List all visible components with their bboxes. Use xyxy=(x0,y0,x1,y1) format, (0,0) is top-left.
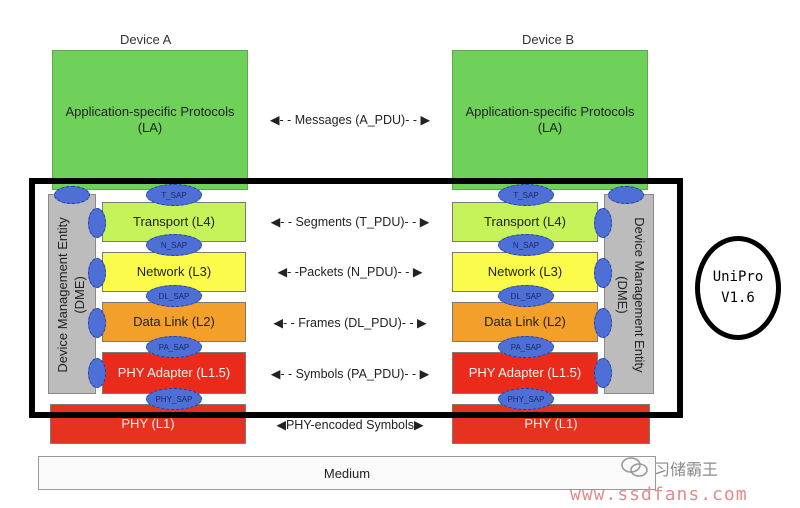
device-a-dme-sap-la xyxy=(54,186,90,204)
connection-messages: ◀- - Messages (A_PDU)- - ▶ xyxy=(269,113,431,127)
connection-packets: ◀- -Packets (N_PDU)- - ▶ xyxy=(277,265,423,279)
watermark-url: www.ssdfans.com xyxy=(570,484,748,505)
device-b-dme-sap-l4 xyxy=(594,208,612,238)
device-b-title: Device B xyxy=(522,32,575,47)
device-b-dme-sap-l3 xyxy=(594,258,612,288)
device-a-n-sap: N_SAP xyxy=(146,234,202,256)
device-b-phy-sap: PHY_SAP xyxy=(498,388,554,410)
device-a-dme-sap-l4 xyxy=(88,208,106,238)
unipro-label: UniPro xyxy=(712,269,764,285)
wechat-icon xyxy=(621,457,648,477)
device-a-application-layer: Application-specific Protocols (LA) xyxy=(52,50,248,190)
device-a-title: Device A xyxy=(120,32,172,47)
device-b-n-sap: N_SAP xyxy=(498,234,554,256)
device-b-t-sap: T_SAP xyxy=(498,184,554,206)
device-b-dl-sap: DL_SAP xyxy=(498,285,554,307)
device-b-pa-sap: PA_SAP xyxy=(498,336,554,358)
connection-symbols: ◀- - Symbols (PA_PDU)- - ▶ xyxy=(270,367,430,381)
device-a-dme-sap-l2 xyxy=(88,308,106,338)
medium-bar: Medium xyxy=(38,456,656,490)
device-a-dme-sap-l15 xyxy=(88,358,106,388)
connection-segments: ◀- - Segments (T_PDU)- - ▶ xyxy=(270,215,430,229)
device-a-phy-sap: PHY_SAP xyxy=(146,388,202,410)
device-a-phy-layer: PHY (L1) xyxy=(50,404,246,444)
device-a-dl-sap: DL_SAP xyxy=(146,285,202,307)
device-b-dme-sap-la xyxy=(608,186,644,204)
connection-frames: ◀- - Frames (DL_PDU)- - ▶ xyxy=(273,316,427,330)
device-b-phy-layer: PHY (L1) xyxy=(452,404,650,444)
unipro-callout: UniPro V1.6 xyxy=(695,236,781,340)
watermark-brand: 习储霸王 xyxy=(654,462,719,479)
device-b-dme-sap-l15 xyxy=(594,358,612,388)
device-a-dme-sap-l3 xyxy=(88,258,106,288)
device-a-t-sap: T_SAP xyxy=(146,184,202,206)
device-a-pa-sap: PA_SAP xyxy=(146,336,202,358)
device-b-dme-sap-l2 xyxy=(594,308,612,338)
connection-phy-encoded-symbols: ◀PHY-encoded Symbols▶ xyxy=(276,418,424,432)
device-b-application-layer: Application-specific Protocols (LA) xyxy=(452,50,648,190)
device-b-dme xyxy=(604,194,654,394)
unipro-highlight-frame xyxy=(29,178,683,418)
unipro-version: V1.6 xyxy=(721,290,755,306)
